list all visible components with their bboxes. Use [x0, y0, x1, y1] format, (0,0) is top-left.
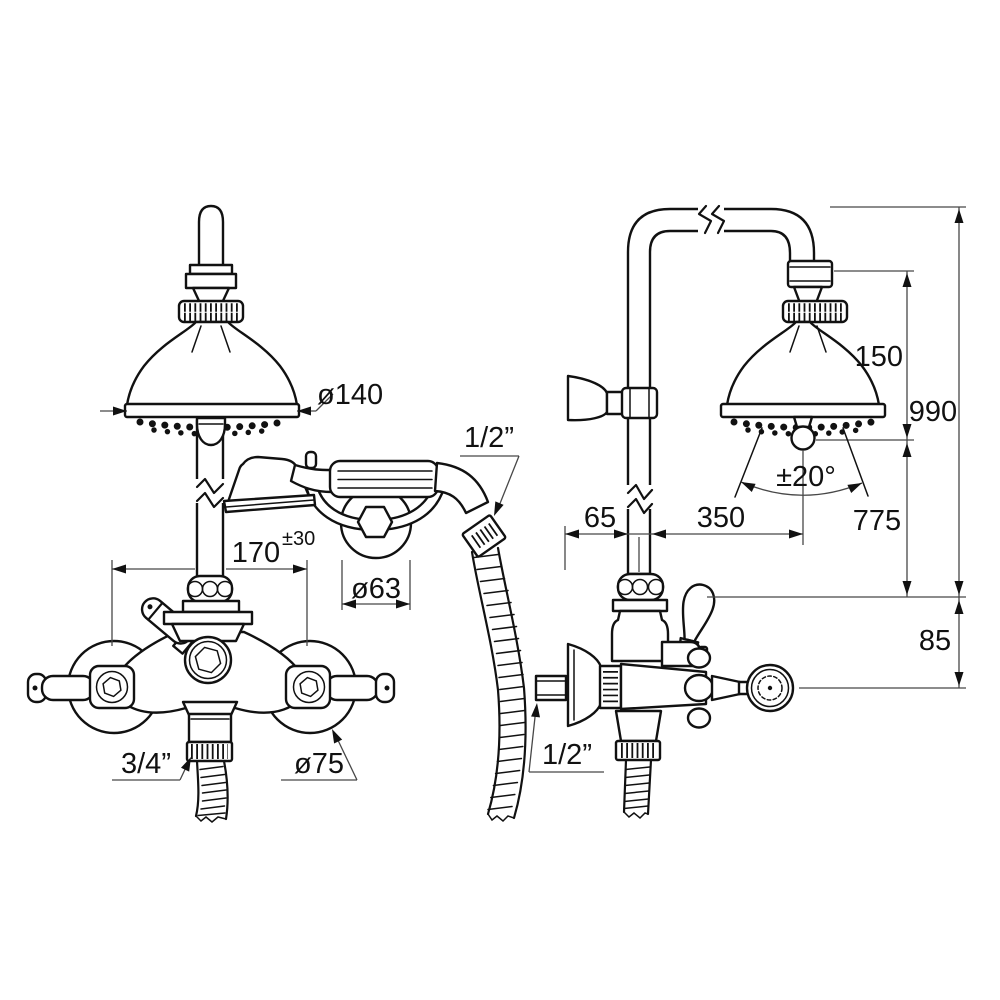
- handle-right: [284, 664, 396, 710]
- dim-total-height: 990: [909, 396, 957, 428]
- dim-valve-drop: 85: [919, 625, 951, 657]
- hose-cut-edge: [487, 813, 515, 823]
- dim-handshower-connection: 1/2”: [464, 422, 514, 454]
- dim-holder-diameter: ø63: [351, 573, 401, 605]
- valve-side: [534, 572, 795, 820]
- dim-escutcheon-diameter: ø75: [294, 748, 344, 780]
- holder-nut: [356, 505, 394, 539]
- dim-inlet-connection: 1/2”: [542, 739, 592, 771]
- valve-outlet-side: [614, 709, 663, 820]
- handshower-hose-nut: [461, 514, 507, 558]
- pipe-break-symbol: [195, 477, 225, 495]
- dim-spray-angle: ±20°: [776, 461, 836, 493]
- shower-head-front: [123, 204, 301, 437]
- handshower-hose: [470, 546, 527, 823]
- dim-head-to-valve: 775: [853, 505, 901, 537]
- spray-angle: ±20°: [734, 427, 869, 498]
- pipe-wall-bracket: [566, 374, 659, 422]
- hose-elbow: [433, 461, 490, 515]
- hose-cut-edge: [195, 815, 227, 823]
- riser-column-front: [194, 416, 227, 580]
- mixer-valve-front: [26, 574, 396, 823]
- dim-wall-centers: 170: [232, 537, 280, 569]
- shower-head-side: [719, 259, 887, 451]
- dim-head-height: 150: [855, 341, 903, 373]
- hose-cut-edge: [623, 811, 649, 820]
- hand-shower-and-holder: [222, 450, 527, 823]
- side-dimensions: 65 350 150 775 990 85 ±20: [528, 206, 966, 773]
- riser-pipe-side: [625, 204, 816, 576]
- handle-left: [26, 664, 136, 710]
- swivel-ball: [790, 425, 816, 451]
- dim-wall-centers-tolerance: ±30: [282, 528, 315, 550]
- center-hex-nut: [194, 646, 222, 674]
- hand-shower: [222, 450, 490, 515]
- swivel-joint-side: [616, 572, 665, 602]
- dim-wall-to-riser: 65: [584, 502, 616, 534]
- valve-outlet-front: [181, 700, 239, 823]
- dim-riser-to-head: 350: [697, 502, 745, 534]
- swivel-joint-front: [186, 574, 234, 604]
- front-view: ø140 170 ±30 ø63 1/2” 3/4” ø75: [26, 204, 527, 823]
- center-hub: [183, 635, 233, 685]
- pipe-break-symbol: [697, 204, 713, 235]
- side-view: 65 350 150 775 990 85 ±20: [528, 204, 966, 820]
- dim-head-diameter: ø140: [317, 379, 383, 411]
- center-sprayer: [195, 416, 227, 447]
- hang-pin: [304, 450, 318, 470]
- pipe-break-symbol: [626, 483, 654, 501]
- front-dimensions: ø140 170 ±30 ø63 1/2” 3/4” ø75: [100, 379, 520, 781]
- dim-hose-connection: 3/4”: [121, 748, 171, 780]
